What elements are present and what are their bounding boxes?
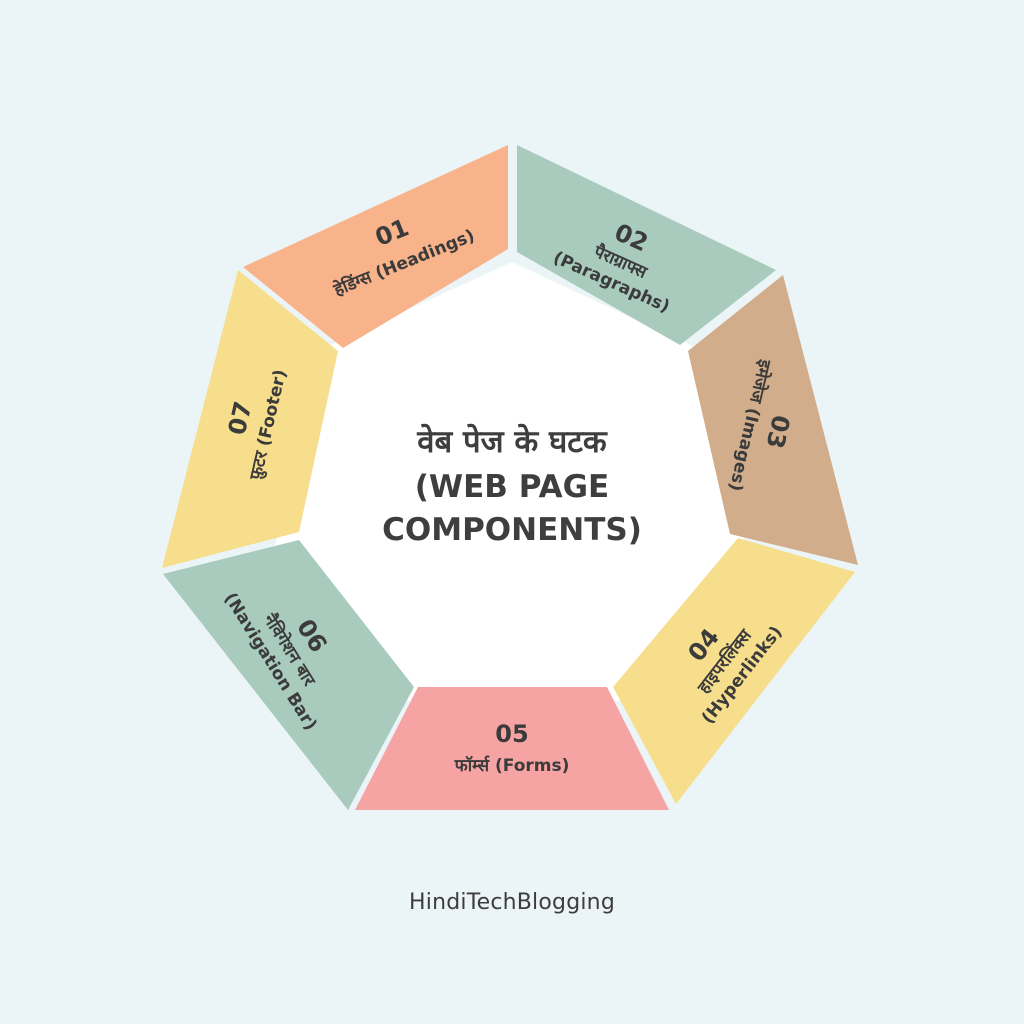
center-title-line2: (WEB PAGE xyxy=(415,469,609,505)
brand-footer: HindiTechBlogging xyxy=(409,890,615,915)
segment-03-shape xyxy=(688,275,858,565)
center-heptagon xyxy=(275,262,746,701)
center-title-hindi: वेब पेज के घटक xyxy=(416,423,608,460)
segment-05-number: 05 xyxy=(495,720,528,748)
segment-01-shape xyxy=(243,145,508,348)
segment-04-hyperlinks: 04 हाइपरलिंक्स (Hyperlinks) xyxy=(613,538,855,804)
segment-05-shape xyxy=(355,687,669,810)
center-title: वेब पेज के घटक (WEB PAGE COMPONENTS) xyxy=(382,423,642,548)
segment-07-shape xyxy=(162,270,338,568)
segment-06-shape xyxy=(163,540,414,810)
segment-03-images: 03 इमेजेज (Images) xyxy=(688,275,858,565)
center-title-line3: COMPONENTS) xyxy=(382,512,642,548)
segment-05-label: फॉर्म्स (Forms) xyxy=(454,755,570,776)
segment-04-shape xyxy=(613,538,855,804)
segment-02-shape xyxy=(517,145,776,345)
segment-07-footer: 07 फ़ुटर (Footer) xyxy=(162,270,338,568)
segment-05-forms: 05 फॉर्म्स (Forms) xyxy=(355,687,669,810)
